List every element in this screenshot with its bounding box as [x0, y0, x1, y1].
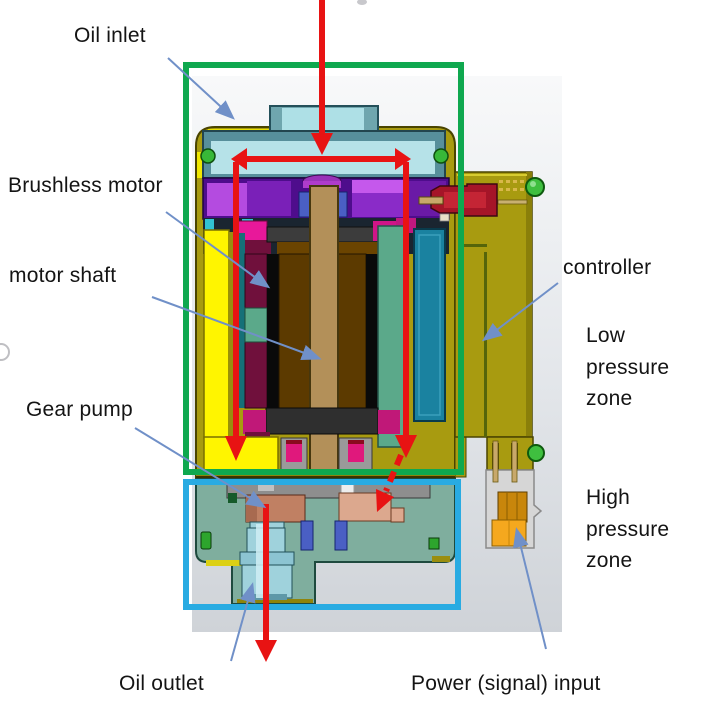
callout-low-pressure-zone: Low pressure zone — [586, 324, 670, 410]
oil-outlet-leader — [230, 582, 256, 662]
callout-brushless-motor: Brushless motor — [8, 174, 163, 197]
o-ring-right — [433, 148, 449, 164]
stator-winding-yellow — [203, 229, 230, 439]
power-input-leader — [513, 527, 547, 650]
callout-oil-inlet: Oil inlet — [74, 24, 146, 47]
brushless-leader — [165, 211, 271, 289]
connector-pin-strip — [497, 180, 528, 205]
o-ring-left — [200, 148, 216, 164]
callout-high-pressure-zone: High pressure zone — [586, 486, 670, 572]
edge-artifact-circle — [0, 343, 10, 361]
callout-oil-outlet: Oil outlet — [119, 672, 204, 695]
power-plug-upper — [497, 491, 528, 523]
top-artifact-dot — [357, 0, 367, 5]
controller-leader — [481, 282, 559, 342]
callout-controller: controller — [563, 256, 652, 279]
oil-flow-arrows — [225, 0, 417, 662]
annotation-arrows — [134, 57, 559, 662]
green-connector-bottom — [527, 444, 545, 462]
callout-motor-shaft: motor shaft — [9, 264, 117, 287]
callout-power-signal-input: Power (signal) input — [411, 672, 601, 695]
motor-shaft-leader — [151, 296, 322, 360]
callout-gear-pump: Gear pump — [26, 398, 133, 421]
gear-pump-leader — [134, 427, 267, 509]
rotor-left — [278, 253, 311, 409]
green-connector-top — [525, 177, 545, 197]
high-pressure-zone-outline — [183, 479, 461, 610]
pcb-edge — [484, 252, 487, 437]
oil-inlet-leader — [167, 57, 235, 120]
rotor-right — [337, 253, 367, 409]
